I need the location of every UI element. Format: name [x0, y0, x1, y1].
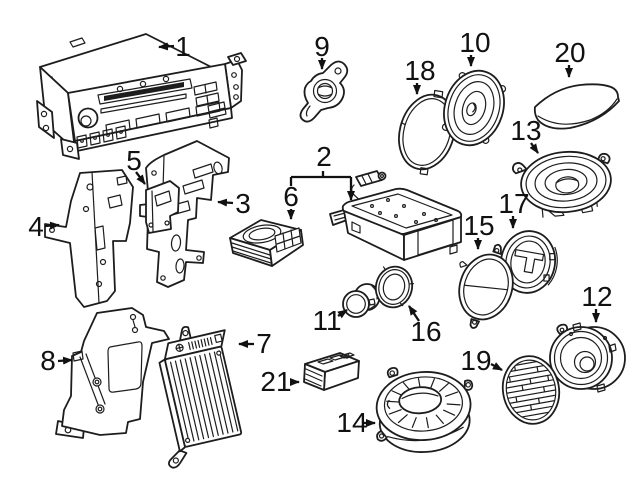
callout-14-number[interactable]: 14 — [336, 407, 367, 438]
callout-16-number[interactable]: 16 — [410, 316, 441, 347]
callouts: 1 2 3 4 5 6 7 8 — [28, 27, 612, 438]
callout-3-arrow — [217, 198, 234, 207]
callout-4-arrow — [44, 221, 60, 230]
callout-14[interactable]: 14 — [336, 407, 376, 438]
antenna-bracket — [299, 60, 349, 123]
callout-8-number[interactable]: 8 — [40, 345, 56, 376]
callout-16-arrow — [408, 305, 420, 322]
support-bracket — [145, 180, 180, 234]
callout-15-number[interactable]: 15 — [463, 210, 494, 241]
callout-19-arrow — [490, 362, 503, 372]
callout-7[interactable]: 7 — [238, 328, 272, 359]
callout-17[interactable]: 17 — [498, 188, 530, 229]
rear-shelf-cover — [533, 83, 620, 130]
speaker-adapter-frame — [458, 243, 514, 329]
callout-19-number[interactable]: 19 — [460, 345, 491, 376]
callout-11-number[interactable]: 11 — [312, 305, 341, 336]
callout-10[interactable]: 10 — [459, 27, 491, 67]
callout-3-number[interactable]: 3 — [235, 188, 251, 219]
callout-7-number[interactable]: 7 — [256, 328, 272, 359]
amplifier — [158, 325, 243, 469]
callout-16[interactable]: 16 — [408, 305, 442, 347]
callout-1-number[interactable]: 1 — [175, 31, 191, 62]
callout-6[interactable]: 6 — [283, 181, 299, 220]
speaker-grille — [501, 355, 561, 425]
callout-5-arrow — [135, 171, 146, 185]
callout-6-number[interactable]: 6 — [283, 181, 299, 212]
tweeter-trim-ring — [374, 265, 415, 309]
callout-5[interactable]: 5 — [126, 145, 146, 185]
callout-2[interactable]: 2 — [289, 141, 355, 201]
callout-19[interactable]: 19 — [460, 345, 503, 376]
amplifier-bracket — [55, 307, 170, 439]
callout-4-number[interactable]: 4 — [28, 211, 44, 242]
trim-ring — [398, 89, 456, 176]
mounting-bracket-right — [139, 140, 230, 288]
tweeter — [342, 283, 381, 318]
callout-9[interactable]: 9 — [314, 31, 330, 70]
callout-1-arrow — [158, 42, 175, 51]
subwoofer — [375, 367, 474, 453]
callout-15[interactable]: 15 — [463, 210, 495, 250]
callout-20-number[interactable]: 20 — [554, 37, 585, 68]
callout-2-bracket — [289, 171, 351, 186]
callout-9-number[interactable]: 9 — [314, 31, 330, 62]
cd-changer — [329, 170, 463, 261]
callout-20[interactable]: 20 — [554, 37, 586, 78]
callout-13[interactable]: 13 — [510, 115, 542, 154]
callout-8[interactable]: 8 — [40, 345, 73, 376]
callout-10-number[interactable]: 10 — [459, 27, 490, 58]
door-speaker — [441, 69, 507, 147]
interface-module — [303, 352, 360, 391]
amplifier-module — [229, 219, 304, 267]
radio-head-unit — [36, 33, 247, 160]
callout-21[interactable]: 21 — [260, 366, 300, 397]
callout-3[interactable]: 3 — [217, 188, 251, 219]
callout-8-arrow — [57, 356, 73, 365]
callout-18-number[interactable]: 18 — [404, 55, 435, 86]
callout-12[interactable]: 12 — [581, 281, 613, 323]
callout-2-number[interactable]: 2 — [316, 141, 332, 172]
callout-21-number[interactable]: 21 — [260, 366, 291, 397]
callout-5-number[interactable]: 5 — [126, 145, 142, 176]
callout-4[interactable]: 4 — [28, 211, 60, 242]
callout-13-arrow — [529, 142, 539, 154]
callout-12-number[interactable]: 12 — [581, 281, 612, 312]
callout-1[interactable]: 1 — [158, 31, 191, 62]
callout-11-arrow — [337, 309, 348, 319]
callout-13-number[interactable]: 13 — [510, 115, 541, 146]
rear-speaker — [549, 322, 626, 393]
speaker-adapter-ring — [499, 230, 558, 294]
callout-17-number[interactable]: 17 — [498, 188, 529, 219]
callout-11[interactable]: 11 — [312, 305, 348, 336]
volume-knob — [77, 107, 99, 129]
callout-18[interactable]: 18 — [404, 55, 436, 95]
midrange-speaker — [511, 150, 612, 218]
